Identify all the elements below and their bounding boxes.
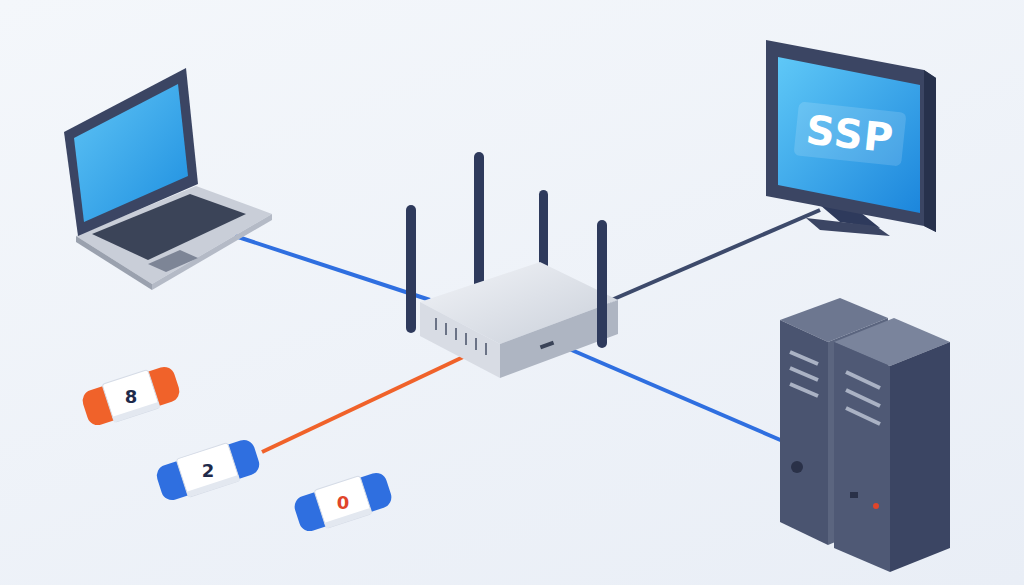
capsule-band (314, 476, 372, 529)
network-cable (600, 210, 820, 305)
callout-number: 0 (337, 492, 350, 513)
capsule-body (291, 468, 395, 536)
capsule-band (102, 370, 160, 423)
callout-number: 2 (202, 460, 215, 481)
capsule-block: 2 (150, 432, 266, 508)
network-cable (262, 350, 478, 452)
node-text-group: 0 (337, 492, 350, 513)
node-text-group: SSP (796, 107, 904, 161)
monitor-icon (766, 40, 936, 236)
network-cable (560, 345, 785, 442)
capsule-band (176, 443, 240, 498)
router-antenna (597, 220, 607, 348)
capsule-block: 0 (288, 464, 398, 540)
router-antenna (474, 152, 484, 302)
capsule-body (79, 362, 183, 430)
callout-number: 8 (125, 386, 138, 407)
capsule-body (153, 435, 262, 505)
network-cable (235, 236, 430, 300)
node-text-group: 2 (202, 460, 215, 481)
router-antenna (406, 205, 416, 333)
node-text-group: 8 (125, 386, 138, 407)
capsule-block: 8 (76, 358, 186, 434)
laptop-icon (64, 68, 272, 290)
router-icon (420, 262, 618, 378)
screen-label: SSP (793, 101, 906, 166)
server-icon (780, 298, 950, 572)
screen-face (778, 57, 920, 213)
monitor-screen: SSP (770, 45, 930, 223)
